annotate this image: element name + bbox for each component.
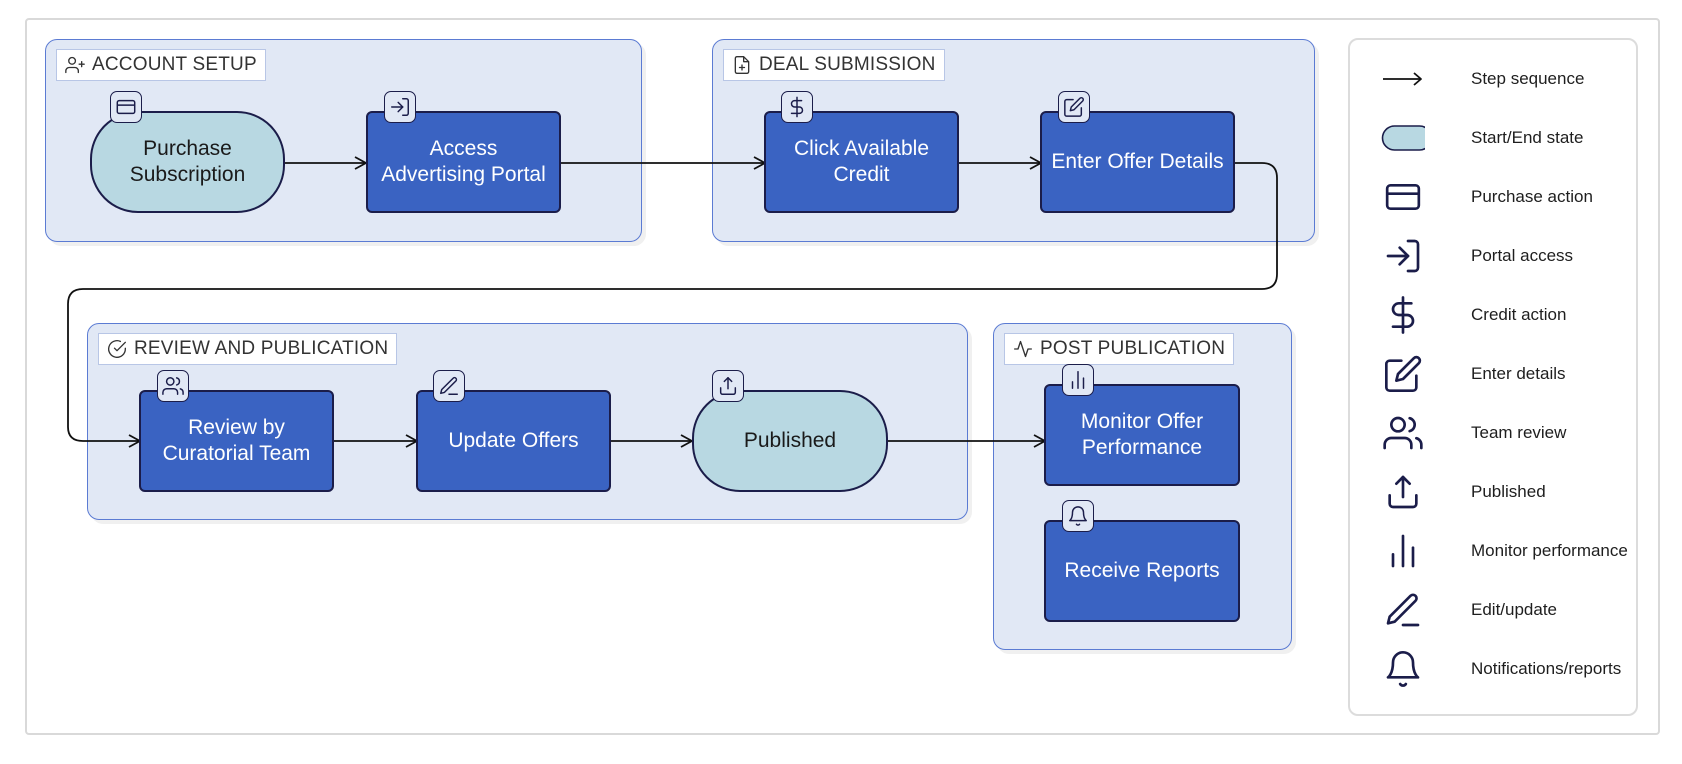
node-monitor-offer[interactable]: Monitor Offer Performance [1044, 384, 1240, 486]
credit-card-icon [115, 96, 137, 118]
legend-label: Notifications/reports [1471, 659, 1622, 678]
group-title-label: DEAL SUBMISSION [759, 54, 936, 75]
node-review-curatorial[interactable]: Review by Curatorial Team [139, 390, 334, 492]
legend-label: Purchase action [1471, 187, 1593, 206]
legend-label: Published [1471, 482, 1546, 501]
badge-update-offers [433, 370, 465, 402]
bell-icon [1067, 505, 1089, 527]
users-icon [162, 375, 184, 397]
legend-item-step-sequence: Step sequence [1378, 54, 1638, 104]
legend-item-edit-update: Edit/update [1378, 585, 1638, 635]
group-title-account-setup: ACCOUNT SETUP [56, 49, 266, 81]
legend-label: Start/End state [1471, 128, 1584, 147]
node-label: Receive Reports [1064, 559, 1220, 582]
legend-label: Edit/update [1471, 600, 1558, 619]
badge-purchase-subscription [110, 91, 142, 123]
log-in-icon [1378, 234, 1428, 278]
group-title-deal-submission: DEAL SUBMISSION [723, 49, 945, 81]
group-title-label: POST PUBLICATION [1040, 338, 1226, 359]
node-click-credit[interactable]: Click Available Credit [764, 111, 959, 213]
legend-item-published: Published [1378, 467, 1638, 517]
node-label: Monitor Offer Performance [1080, 410, 1204, 459]
badge-access-portal [384, 91, 416, 123]
node-update-offers[interactable]: Update Offers [416, 390, 611, 492]
node-label: Click Available Credit [793, 137, 929, 186]
badge-click-credit [781, 91, 813, 123]
legend-item-team-review: Team review [1378, 408, 1638, 458]
legend-label: Team review [1471, 423, 1567, 442]
dollar-sign-icon [1378, 293, 1428, 337]
node-label: Access Advertising Portal [381, 137, 546, 186]
upload-icon [1378, 470, 1428, 514]
legend-item-notifications: Notifications/reports [1378, 644, 1638, 694]
group-title-post-publication: POST PUBLICATION [1004, 333, 1235, 365]
dollar-sign-icon [786, 96, 808, 118]
node-label: Published [743, 429, 837, 452]
legend-item-credit: Credit action [1378, 290, 1638, 340]
node-label: Review by Curatorial Team [162, 416, 311, 465]
edit-icon [1378, 352, 1428, 396]
legend: Step sequence Start/End state Purchase a… [1348, 38, 1638, 716]
group-title-label: REVIEW AND PUBLICATION [134, 338, 389, 359]
users-icon [1378, 411, 1428, 455]
pen-icon [438, 375, 460, 397]
group-title-label: ACCOUNT SETUP [92, 54, 257, 75]
arrow-right-icon [1378, 57, 1428, 101]
node-purchase-subscription[interactable]: Purchase Subscription [90, 111, 285, 213]
node-label: Update Offers [448, 429, 579, 452]
log-in-icon [389, 96, 411, 118]
legend-item-enter-details: Enter details [1378, 349, 1638, 399]
legend-label: Portal access [1471, 246, 1574, 265]
legend-label: Monitor performance [1471, 541, 1628, 560]
node-label: Enter Offer Details [1051, 150, 1224, 173]
bar-chart-icon [1378, 529, 1428, 573]
credit-card-icon [1378, 175, 1428, 219]
pen-icon [1378, 588, 1428, 632]
bell-icon [1378, 647, 1428, 691]
badge-published [712, 370, 744, 402]
edit-icon [1063, 96, 1085, 118]
legend-label: Step sequence [1471, 69, 1585, 88]
badge-enter-offer [1058, 91, 1090, 123]
badge-receive-reports [1062, 500, 1094, 532]
node-enter-offer[interactable]: Enter Offer Details [1040, 111, 1235, 213]
legend-item-monitor: Monitor performance [1378, 526, 1638, 576]
badge-review-curatorial [157, 370, 189, 402]
node-receive-reports[interactable]: Receive Reports [1044, 520, 1240, 622]
legend-label: Enter details [1471, 364, 1566, 383]
legend-item-portal: Portal access [1378, 231, 1638, 281]
group-title-review-publication: REVIEW AND PUBLICATION [98, 333, 398, 365]
node-label: Purchase Subscription [129, 137, 246, 186]
bar-chart-icon [1067, 369, 1089, 391]
legend-item-purchase: Purchase action [1378, 172, 1638, 222]
badge-monitor-offer [1062, 364, 1094, 396]
node-published[interactable]: Published [692, 390, 888, 492]
node-access-portal[interactable]: Access Advertising Portal [366, 111, 561, 213]
upload-icon [717, 375, 739, 397]
legend-label: Credit action [1471, 305, 1567, 324]
edge-offer-to-review [67, 162, 1278, 448]
legend-item-start-end: Start/End state [1378, 113, 1638, 163]
terminal-shape-icon [1378, 116, 1428, 160]
